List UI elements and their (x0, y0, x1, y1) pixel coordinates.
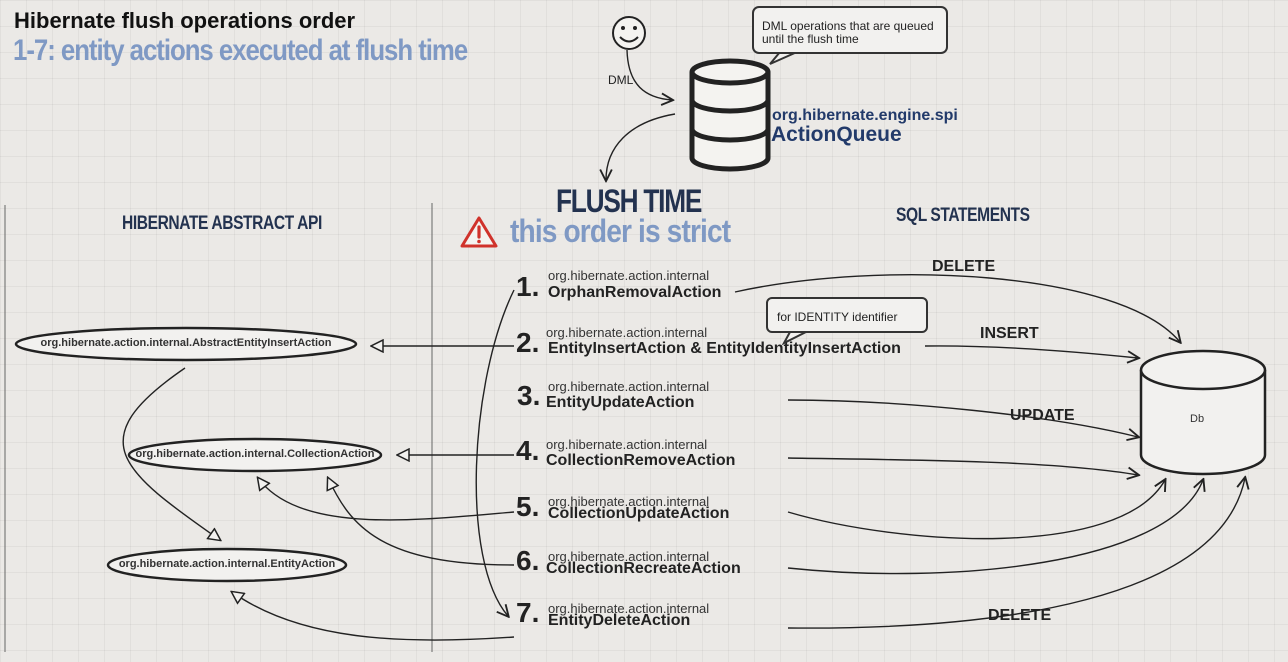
sql-collection-update-arrow (787, 480, 1165, 540)
smiley-icon (612, 16, 646, 50)
flush-time-subtitle: this order is strict (510, 213, 731, 249)
step-1-package: org.hibernate.action.internal (548, 268, 710, 283)
sql-collection-recreate-arrow (787, 480, 1203, 575)
sql-delete-top-label: DELETE (932, 258, 996, 275)
step-3-name: EntityUpdateAction (546, 394, 695, 411)
warning-icon (460, 216, 498, 248)
collection-action-label: org.hibernate.action.internal.Collection… (135, 448, 375, 460)
step-1-number: 1. (516, 271, 540, 302)
entity-action-ellipse (106, 547, 348, 583)
page-title: Hibernate flush operations order (14, 8, 356, 33)
sql-update-label: UPDATE (1010, 407, 1075, 424)
abstract-entity-insert-label: org.hibernate.action.internal.AbstractEn… (40, 337, 332, 349)
step-7-name: EntityDeleteAction (548, 612, 691, 629)
sql-delete-bottom-arrow (787, 478, 1245, 629)
dml-bubble-tail (769, 51, 798, 65)
identity-bubble-tail (781, 331, 807, 346)
identity-bubble: for IDENTITY identifier (766, 297, 928, 333)
api-column-header: HIBERNATE ABSTRACT API (122, 213, 322, 234)
step-3-number: 3. (517, 380, 541, 411)
sql-collection-remove-arrow (787, 457, 1138, 475)
step-5-package: org.hibernate.action.internal (548, 494, 710, 509)
step-7-package: org.hibernate.action.internal (548, 601, 710, 616)
database-icon (689, 58, 771, 172)
step-2-package: org.hibernate.action.internal (546, 325, 708, 340)
delete-to-entity-connector (232, 592, 515, 641)
flush-time-title: FLUSH TIME (556, 183, 702, 219)
step-4-number: 4. (516, 435, 540, 466)
step-1-name: OrphanRemovalAction (548, 284, 722, 301)
step-6-name: CollectionRecreateAction (546, 560, 741, 577)
action-queue-package: org.hibernate.engine.spi (772, 107, 958, 124)
entity-action-label: org.hibernate.action.internal.EntityActi… (118, 558, 336, 570)
dml-bubble: DML operations that are queued until the… (752, 6, 948, 54)
dml-arrow (626, 49, 672, 100)
step-5-name: CollectionUpdateAction (548, 505, 730, 522)
step-6-number: 6. (516, 545, 540, 576)
sql-delete-top-arrow (734, 274, 1180, 342)
page-subtitle: 1-7: entity actions executed at flush ti… (13, 34, 468, 67)
step-4-package: org.hibernate.action.internal (546, 437, 708, 452)
step-2-number: 2. (516, 327, 540, 358)
sql-insert-label: INSERT (980, 325, 1039, 342)
recreate-to-collection-connector (328, 478, 515, 566)
db-cylinder-icon (1139, 349, 1267, 476)
sql-column-header: SQL STATEMENTS (896, 205, 1030, 226)
abstract-entity-insert-ellipse (14, 326, 358, 362)
step-4-name: CollectionRemoveAction (546, 452, 736, 469)
dml-label: DML (608, 73, 634, 87)
queue-to-flush-arrow (606, 113, 676, 180)
step-2-name: EntityInsertAction & EntityIdentityInser… (548, 340, 901, 357)
sql-update-arrow (787, 399, 1138, 437)
sql-delete-bottom-label: DELETE (988, 607, 1052, 624)
action-queue-name: ActionQueue (771, 123, 902, 146)
order-arrow (475, 289, 515, 616)
abstract-to-entity-connector (122, 367, 220, 540)
step-5-number: 5. (516, 491, 540, 522)
sql-insert-arrow (924, 345, 1138, 358)
db-label: Db (1190, 413, 1205, 425)
step-7-number: 7. (516, 597, 540, 628)
step-3-package: org.hibernate.action.internal (548, 379, 710, 394)
collection-action-ellipse (127, 437, 383, 473)
step-6-package: org.hibernate.action.internal (548, 549, 710, 564)
